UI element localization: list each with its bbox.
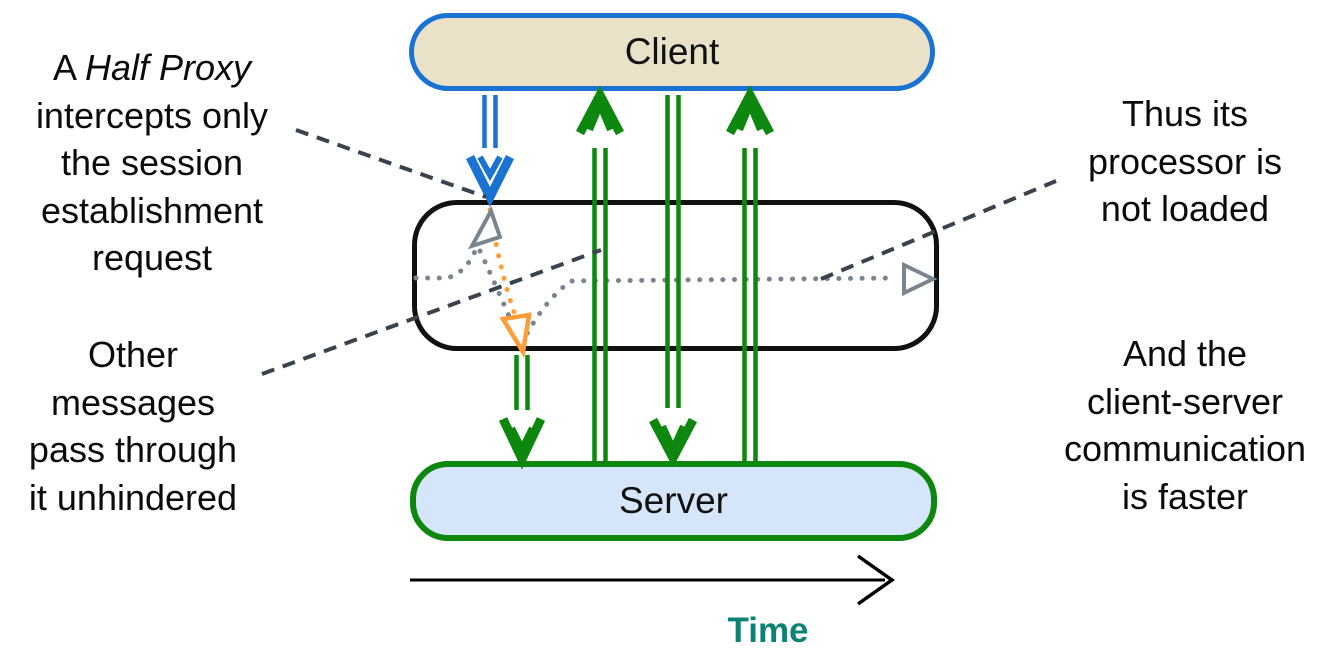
annotation-other-messages: Other messages pass through it unhindere… bbox=[0, 331, 266, 521]
annotation-communication-faster: And the client-server communication is f… bbox=[1040, 330, 1328, 520]
annotation-line: the session bbox=[60, 142, 244, 183]
client-box: Client bbox=[409, 13, 935, 91]
annotation-line: request bbox=[91, 237, 213, 278]
annotation-line: processor is bbox=[1087, 140, 1283, 182]
server-label: Server bbox=[619, 480, 728, 521]
annotation-line: pass through bbox=[28, 429, 238, 470]
annotation-line: messages bbox=[50, 381, 216, 423]
server-box: Server bbox=[410, 461, 937, 541]
annotation-line: And the bbox=[1122, 333, 1248, 374]
annotation-line: not loaded bbox=[1100, 188, 1270, 229]
annotation-line: client-server bbox=[1086, 380, 1284, 422]
session-request-arrow bbox=[465, 95, 515, 208]
half-proxy-term: Half Proxy bbox=[84, 47, 252, 88]
time-axis-arrow bbox=[410, 554, 896, 606]
annotation-processor-not-loaded: Thus its processor is not loaded bbox=[1040, 90, 1328, 233]
annotation-line: it unhindered bbox=[28, 476, 238, 518]
time-axis-label: Time bbox=[727, 611, 809, 650]
annotation-line: Thus its bbox=[1121, 93, 1249, 134]
annotation-line: is faster bbox=[1121, 475, 1249, 517]
connector-intercept bbox=[295, 128, 487, 199]
annotation-line: communication bbox=[1063, 428, 1307, 469]
annotation-line: Other bbox=[87, 334, 179, 375]
proxy-to-server-arrow bbox=[498, 355, 546, 470]
annotation-line: establishment bbox=[40, 189, 264, 231]
half-proxy-box bbox=[412, 200, 939, 351]
annotation-line: intercepts only bbox=[35, 94, 269, 136]
client-label: Client bbox=[624, 31, 720, 72]
annotation-intercepts-only: A Half Proxy intercepts only the session… bbox=[0, 44, 304, 282]
annotation-line: A Half Proxy bbox=[52, 47, 252, 88]
